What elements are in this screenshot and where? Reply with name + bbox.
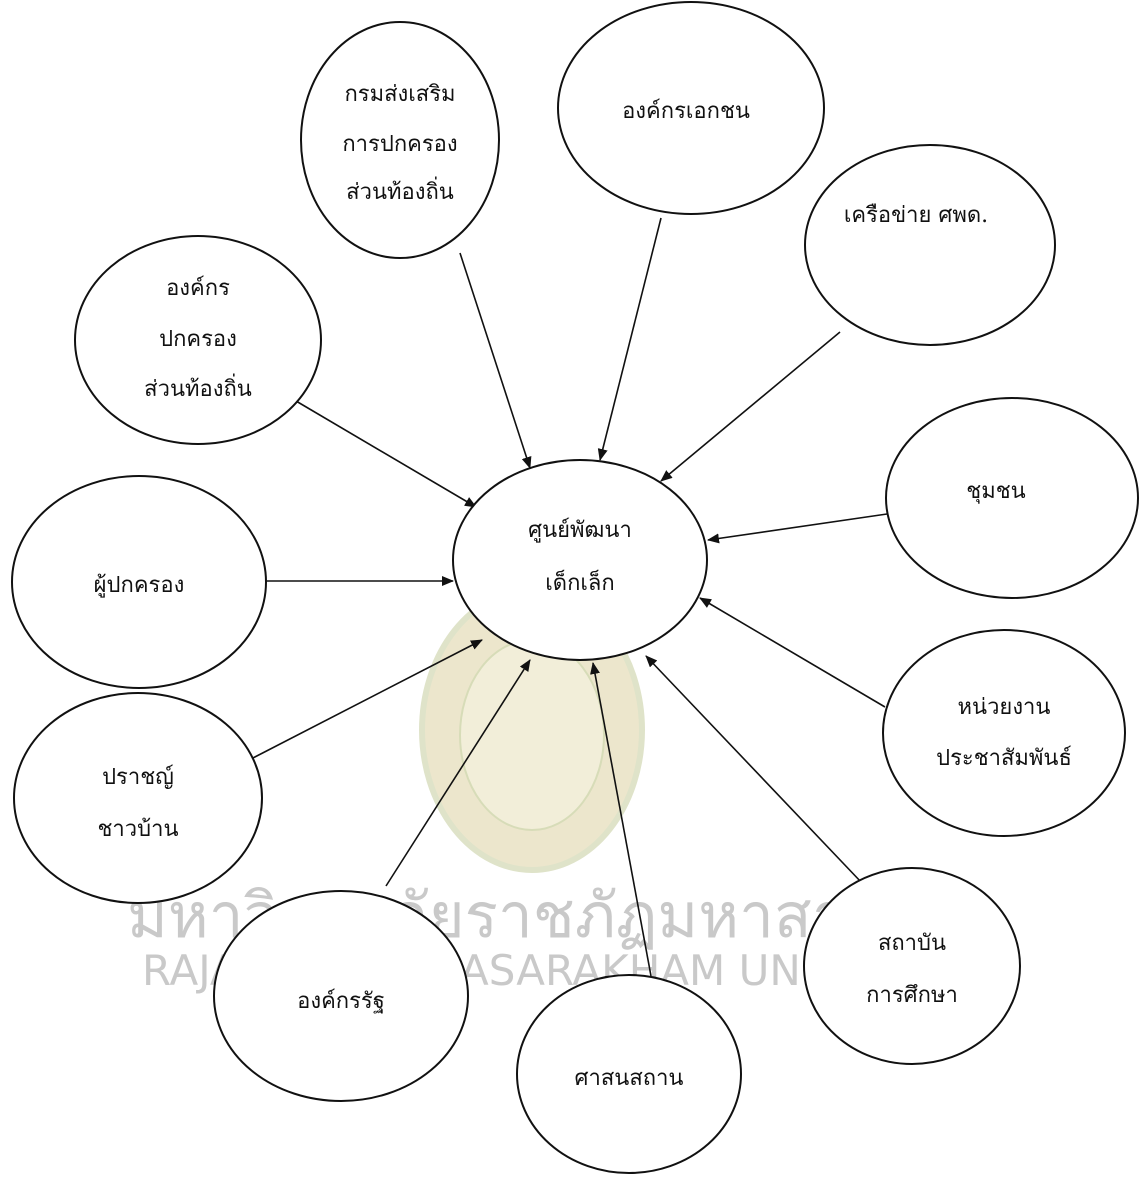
node-cdc-network-ellipse bbox=[804, 144, 1056, 346]
node-community: ชุมชน bbox=[885, 397, 1139, 599]
edge-government bbox=[385, 659, 531, 887]
node-local-wisdom-label-1: ปราชญ์ bbox=[102, 765, 174, 790]
center-node: ศูนย์พัฒนา เด็กเล็ก bbox=[452, 459, 708, 661]
node-dla-label-1: กรมส่งเสริม bbox=[344, 82, 455, 107]
node-education-institution-ellipse bbox=[803, 867, 1021, 1065]
node-dla-label-2: การปกครอง bbox=[342, 132, 457, 157]
center-node-label-2: เด็กเล็ก bbox=[545, 568, 614, 596]
node-community-label-1: ชุมชน bbox=[966, 479, 1025, 504]
edge-dla bbox=[459, 252, 532, 469]
node-dla: กรมส่งเสริม การปกครอง ส่วนท้องถิ่น bbox=[300, 21, 500, 259]
node-lao-label-3: ส่วนท้องถิ่น bbox=[144, 373, 252, 402]
edge-education-institution bbox=[645, 655, 863, 884]
node-local-wisdom-label-2: ชาวบ้าน bbox=[98, 817, 179, 842]
node-government: องค์กรรัฐ bbox=[213, 890, 469, 1102]
node-education-institution: สถาบัน การศึกษา bbox=[803, 867, 1021, 1065]
node-ngo-label-1: องค์กรเอกชน bbox=[622, 99, 750, 124]
node-pr-unit-label-2: ประชาสัมพันธ์ bbox=[936, 746, 1072, 771]
edges bbox=[248, 217, 888, 977]
center-node-ellipse bbox=[452, 459, 708, 661]
node-parents-ellipse bbox=[11, 475, 267, 689]
node-religious-place-label-1: ศาสนสถาน bbox=[575, 1066, 684, 1091]
node-education-institution-label-2: การศึกษา bbox=[866, 983, 958, 1008]
node-pr-unit-label-1: หน่วยงาน bbox=[958, 695, 1051, 720]
node-religious-place: ศาสนสถาน bbox=[516, 974, 742, 1174]
node-community-ellipse bbox=[885, 397, 1139, 599]
edge-religious-place bbox=[590, 662, 652, 977]
edge-ngo bbox=[597, 217, 662, 461]
node-cdc-network-label-1: เครือข่าย ศพด. bbox=[844, 203, 988, 228]
node-pr-unit: หน่วยงาน ประชาสัมพันธ์ bbox=[882, 629, 1126, 837]
node-lao: องค์กร ปกครอง ส่วนท้องถิ่น bbox=[74, 235, 322, 445]
node-lao-label-1: องค์กร bbox=[166, 276, 230, 301]
node-local-wisdom-ellipse bbox=[13, 692, 263, 904]
node-dla-ellipse bbox=[300, 21, 500, 259]
edge-lao bbox=[295, 400, 477, 508]
nodes: ศูนย์พัฒนา เด็กเล็ก กรมส่งเสริม การปกครอ… bbox=[11, 1, 1139, 1174]
node-religious-place-ellipse bbox=[516, 974, 742, 1174]
node-cdc-network: เครือข่าย ศพด. bbox=[804, 144, 1056, 346]
node-ngo-ellipse bbox=[557, 1, 825, 215]
node-lao-ellipse bbox=[74, 235, 322, 445]
node-pr-unit-ellipse bbox=[882, 629, 1126, 837]
node-education-institution-label-1: สถาบัน bbox=[878, 931, 946, 956]
edge-cdc-network bbox=[660, 331, 841, 482]
edge-community bbox=[707, 513, 888, 544]
node-government-label-1: องค์กรรัฐ bbox=[297, 989, 385, 1014]
node-ngo: องค์กรเอกชน bbox=[557, 1, 825, 215]
center-node-label-1: ศูนย์พัฒนา bbox=[528, 518, 632, 543]
node-dla-label-3: ส่วนท้องถิ่น bbox=[346, 176, 454, 205]
node-local-wisdom: ปราชญ์ ชาวบ้าน bbox=[13, 692, 263, 904]
node-parents-label-1: ผู้ปกครอง bbox=[94, 573, 185, 598]
edge-local-wisdom bbox=[248, 639, 483, 761]
node-government-ellipse bbox=[213, 890, 469, 1102]
node-lao-label-2: ปกครอง bbox=[159, 327, 237, 352]
node-parents: ผู้ปกครอง bbox=[11, 475, 267, 689]
edge-pr-unit bbox=[699, 597, 886, 708]
